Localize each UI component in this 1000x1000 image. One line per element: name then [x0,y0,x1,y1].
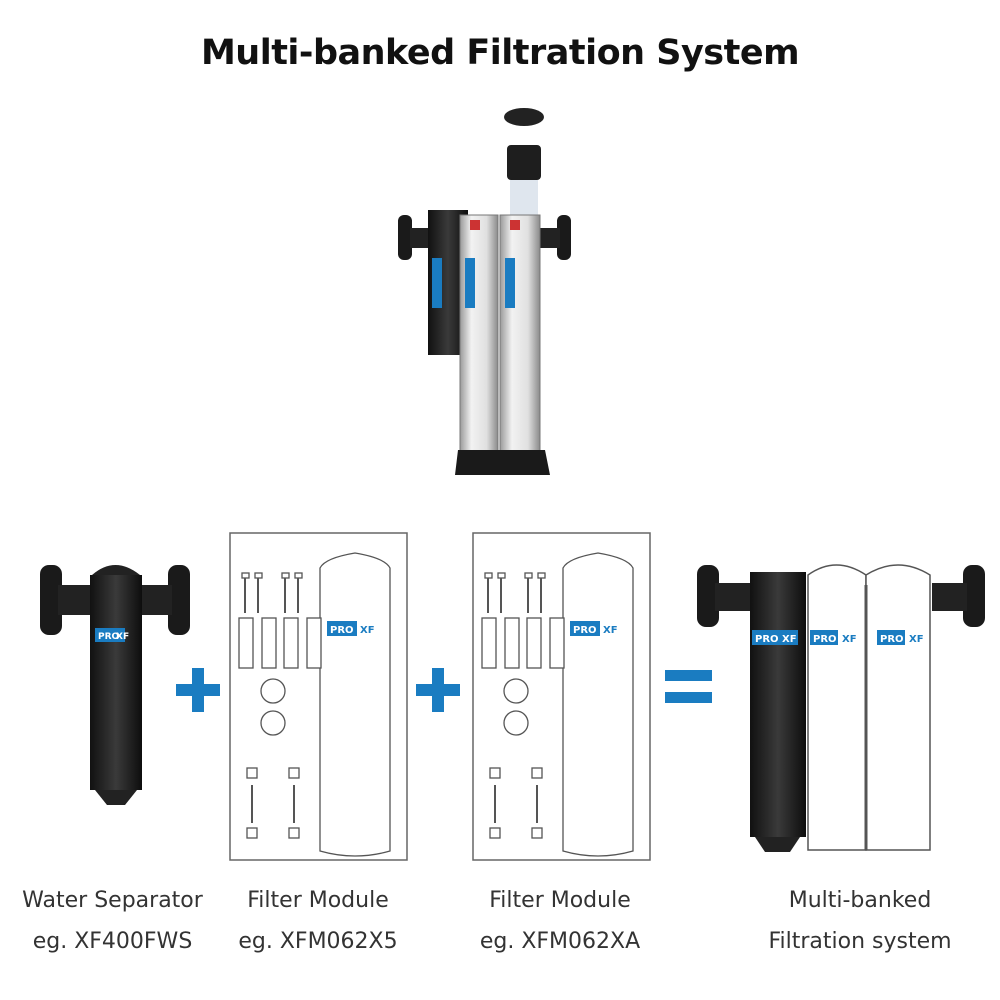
logo-xf: XF [909,634,924,645]
nut [246,767,258,779]
bolt [241,572,250,579]
logo-pro: PRO [330,625,354,636]
nut [489,827,501,839]
filter-column-1 [459,214,499,466]
clamp-plate [238,617,254,669]
base-feet [455,450,550,475]
caption-filter-module-2: Filter Module eg. XFM062XA [450,880,670,962]
component-name: Filter Module [247,888,389,913]
clamp-plate [526,617,542,669]
nut [246,827,258,839]
component-name: Water Separator [22,888,203,913]
clamp-plate [261,617,277,669]
o-ring [260,678,286,704]
filter-column-2 [499,214,541,466]
bolt [281,572,290,579]
left-flange [398,215,412,260]
filter-module-kit-image: PRO XF [229,532,408,861]
caption-filter-module-1: Filter Module eg. XFM062X5 [208,880,428,962]
logo-pro: PRO [98,632,120,642]
o-ring [503,710,529,736]
right-flange [557,215,571,260]
page-title: Multi-banked Filtration System [200,33,800,73]
water-separator-image: PRO XF [40,565,190,805]
component-example: eg. XFM062X5 [238,929,398,954]
logo-pro: PRO [755,634,779,645]
logo-pro: PRO [573,625,597,636]
nut [489,767,501,779]
logo-pro: PRO [880,634,904,645]
nut [531,767,543,779]
element-tube [510,180,538,220]
cap-housing [507,145,541,180]
equals-icon [665,670,712,703]
o-ring [260,710,286,736]
plus-icon [176,668,220,712]
bolt [537,572,546,579]
component-example: eg. XFM062XA [479,929,641,954]
component-example: eg. XF400FWS [32,929,193,954]
bolt [497,572,506,579]
top-cap [504,108,544,126]
nut [531,827,543,839]
logo-pro: PRO [813,634,837,645]
logo-xf: XF [842,634,857,645]
clamp-plate [549,617,565,669]
logo-xf: XF [782,634,797,645]
bolt [254,572,263,579]
multi-banked-system-image: PRO XF PRO XF PRO XF [697,564,985,852]
logo-xf: XF [116,632,129,642]
clamp-plate [481,617,497,669]
clamp-plate [283,617,299,669]
component-name: Multi-banked [788,888,932,913]
nut [288,827,300,839]
component-example: Filtration system [768,929,952,954]
filter-cylinder [562,552,634,857]
logo-xf: XF [360,625,375,636]
logo-badge [570,621,600,636]
assembled-product-image [398,108,571,475]
component-name: Filter Module [489,888,631,913]
clamp-plate [504,617,520,669]
filter-module-kit-image: PRO XF [472,532,651,861]
plus-icon [416,668,460,712]
caption-water-separator: Water Separator eg. XF400FWS [0,880,225,962]
caption-multi-banked: Multi-banked Filtration system [740,880,980,962]
logo-badge [327,621,357,636]
nut [288,767,300,779]
bolt [524,572,533,579]
o-ring [503,678,529,704]
bolt [484,572,493,579]
clamp-plate [306,617,322,669]
logo-xf: XF [603,625,618,636]
bolt [294,572,303,579]
filter-cylinder [319,552,391,857]
